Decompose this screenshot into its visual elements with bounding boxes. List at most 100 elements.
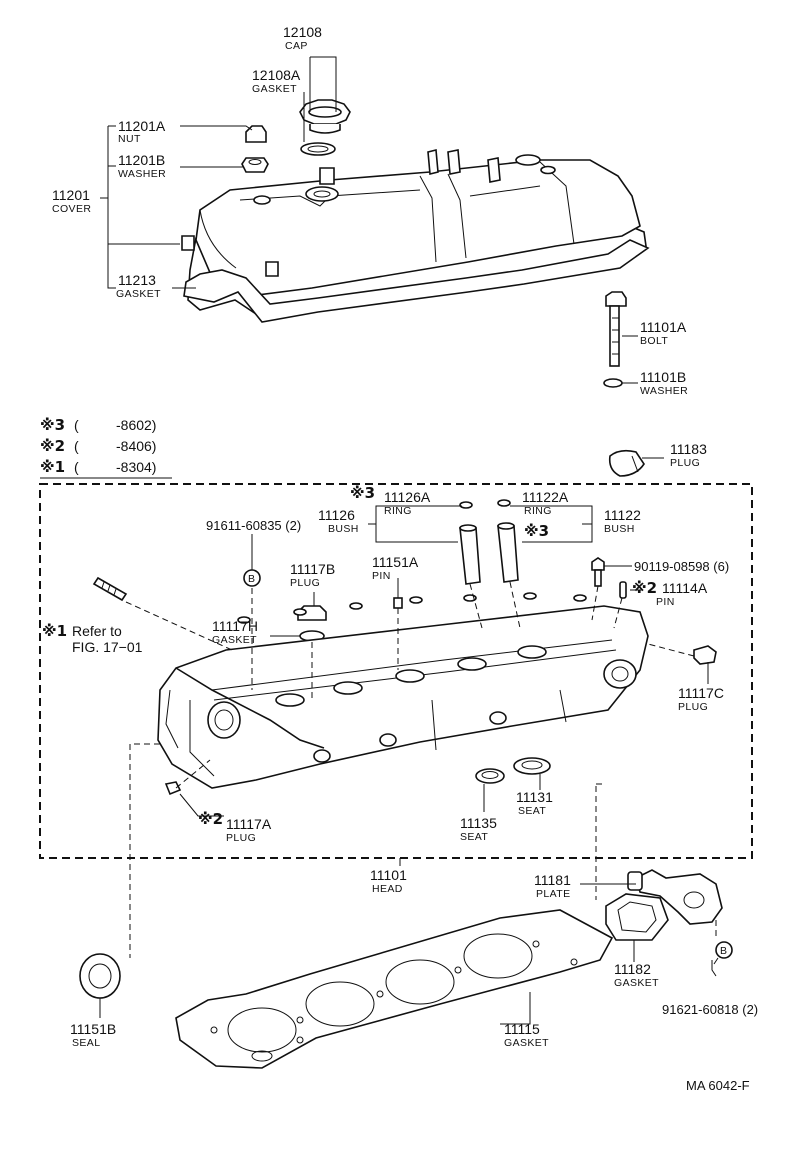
part-name-11201B: WASHER (118, 168, 166, 180)
part-name-11201A: NUT (118, 133, 141, 145)
part-number-11151B: 11151B (70, 1021, 116, 1037)
notes: ※3 ※3 ※2 ※2 ※1 Refer to FIG. 17−01 B B (42, 484, 727, 957)
part-name-11117H: GASKET (212, 634, 257, 646)
part-name-11117A: PLUG (226, 832, 256, 844)
bush-bracket-left (368, 505, 462, 543)
cap-12108 (299, 99, 351, 134)
part-number-11181: 11181 (534, 872, 571, 888)
legend-range-2: -8304) (116, 459, 156, 475)
part-name-11201: COVER (52, 203, 91, 215)
part-name-11183: PLUG (670, 457, 700, 469)
plug-11117A (164, 781, 182, 796)
part-number-11201: 11201 (52, 187, 90, 203)
part-number-11117H: 11117H (212, 618, 258, 634)
part-number-11122A: 11122A (522, 489, 569, 505)
label-leaders (179, 457, 717, 977)
part-name-11213: GASKET (116, 288, 161, 300)
ring-11126A (459, 501, 473, 509)
part-name-11117C: PLUG (678, 701, 708, 713)
part-number-11117B: 11117B (290, 561, 335, 577)
part-name-11135: SEAT (460, 831, 488, 843)
part-number-11101B: 11101B (640, 369, 686, 385)
part-number-91611: 91611-60835 (2) (206, 518, 301, 533)
part-number-90119: 90119-08598 (6) (634, 559, 729, 574)
legend-open-1: ( (74, 438, 79, 454)
bolt-code-91621: B (720, 945, 727, 957)
part-name-11122: BUSH (604, 523, 635, 535)
part-number-12108: 12108 (283, 24, 322, 40)
note-fig: FIG. 17−01 (72, 639, 143, 655)
head-assembly-boundary (39, 483, 753, 859)
part-name-11151A: PIN (372, 570, 391, 582)
plate-11181 (627, 869, 723, 925)
bush-11126 (459, 524, 481, 585)
cylinder-head-cover-11201 (181, 148, 647, 319)
head-gasket-11115 (175, 909, 614, 1069)
cover-gasket-11213 (183, 239, 650, 323)
top-leaders (100, 56, 638, 384)
part-number-11201A: 11201A (118, 118, 166, 134)
plug-11117C (693, 645, 717, 665)
part-number-11115: 11115 (504, 1021, 540, 1037)
part-name-11101A: BOLT (640, 335, 668, 347)
note-mark-3: ※3 (350, 484, 375, 502)
part-number-11126: 11126 (318, 507, 355, 523)
nut-11201A (245, 125, 267, 143)
gasket-leader (500, 992, 531, 1025)
bolt-91621 (715, 941, 733, 959)
note-mark-2-plug: ※2 (198, 810, 223, 828)
part-name-11122A: RING (524, 505, 552, 517)
part-number-11131: 11131 (516, 789, 553, 805)
part-number-11117A: 11117A (226, 816, 272, 832)
gasket-12108A (300, 142, 336, 156)
part-number-11182: 11182 (614, 961, 651, 977)
part-number-12108A: 12108A (252, 67, 301, 83)
seal-11151B (79, 953, 121, 999)
part-labels: 12108 CAP 12108A GASKET 11201A NUT 11201… (52, 24, 758, 1049)
part-name-11101: HEAD (372, 883, 403, 895)
part-number-11122: 11122 (604, 507, 641, 523)
legend-open-0: ( (74, 417, 79, 433)
bolt-90119 (591, 557, 605, 587)
stud-refer-fig (92, 576, 128, 602)
part-number-11213: 11213 (118, 272, 156, 288)
part-number-11135: 11135 (460, 815, 497, 831)
part-name-12108: CAP (285, 40, 308, 52)
bolt-code-91611: B (248, 573, 255, 585)
part-name-11126A: RING (384, 505, 412, 517)
legend-mark-1: ※2 (40, 437, 65, 455)
part-name-11181: PLATE (536, 888, 570, 900)
washer-11201B (241, 157, 269, 173)
seat-11131 (513, 757, 551, 775)
part-number-11126A: 11126A (384, 489, 431, 505)
part-name-11117B: PLUG (290, 577, 320, 589)
bush-bracket-right (510, 505, 593, 543)
legend-mark-2: ※1 (40, 458, 65, 476)
part-name-11114A: PIN (656, 596, 675, 608)
part-name-11182: GASKET (614, 977, 659, 989)
bush-11122 (497, 522, 519, 583)
figure-code: MA 6042-F (686, 1078, 750, 1093)
legend-open-2: ( (74, 459, 79, 475)
part-number-11151A: 11151A (372, 554, 419, 570)
dashed-leaders (125, 581, 717, 958)
part-number-91621: 91621-60818 (2) (662, 1002, 758, 1017)
legend-range-0: -8602) (116, 417, 156, 433)
pin-11114A (619, 581, 627, 599)
part-name-11131: SEAT (518, 805, 546, 817)
part-name-11126: BUSH (328, 523, 359, 535)
part-number-11101A: 11101A (640, 319, 687, 335)
part-number-11114A: 11114A (662, 580, 708, 596)
pin-11151A (393, 597, 403, 609)
legend-range-1: -8406) (116, 438, 156, 454)
part-number-11117C: 11117C (678, 685, 724, 701)
note-mark-3-right: ※3 (524, 522, 549, 540)
part-number-11183: 11183 (670, 441, 707, 457)
legend-rows: ※3 ( -8602) ※2 ( -8406) ※1 ( -8304) (40, 416, 156, 476)
gasket-11182 (605, 893, 669, 941)
part-name-11115: GASKET (504, 1037, 549, 1049)
note-refer: Refer to (72, 623, 122, 639)
part-number-11101: 11101 (370, 867, 407, 883)
note-mark-2-pin: ※2 (632, 579, 657, 597)
